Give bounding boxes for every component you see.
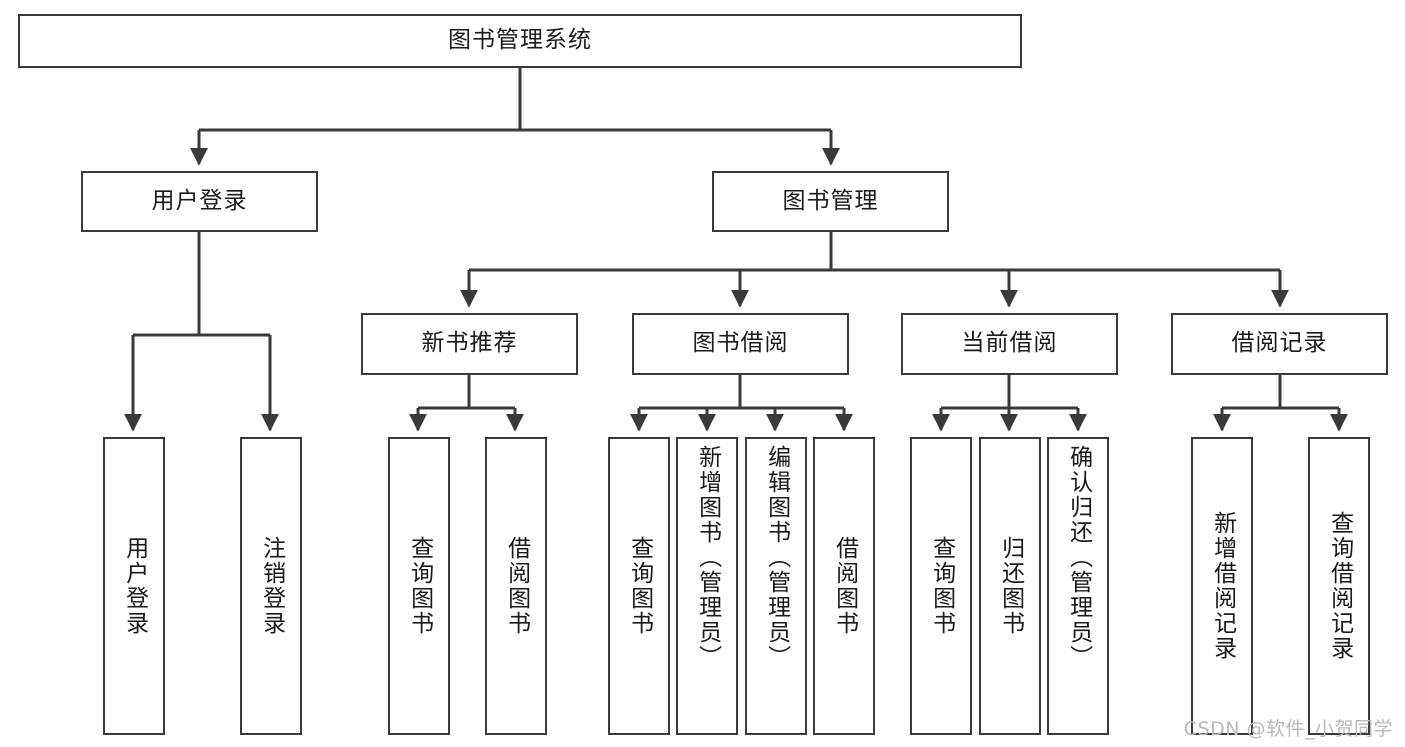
node-leaf-borrow-book-1-label: 借阅图书 [503,536,530,636]
node-leaf-edit-book[interactable]: 编辑图书（管理员） [745,437,807,735]
node-user-login-label: 用户登录 [151,187,248,214]
node-leaf-edit-book-label: 编辑图书（管理员） [763,445,790,670]
node-borrow-record[interactable]: 借阅记录 [1171,313,1388,375]
node-leaf-return-book[interactable]: 归还图书 [979,437,1041,735]
node-leaf-return-book-label: 归还图书 [997,536,1024,636]
node-leaf-borrow-book-2-label: 借阅图书 [831,536,858,636]
node-leaf-query-book-2-label: 查询图书 [626,536,653,636]
node-leaf-add-record[interactable]: 新增借阅记录 [1191,437,1253,735]
node-leaf-confirm-return[interactable]: 确认归还（管理员） [1047,437,1109,735]
node-new-book-recommend[interactable]: 新书推荐 [361,313,578,375]
node-leaf-query-book-1-label: 查询图书 [406,536,433,636]
node-leaf-query-book-1[interactable]: 查询图书 [388,437,450,735]
node-borrow-record-label: 借阅记录 [1231,330,1328,357]
node-leaf-add-book[interactable]: 新增图书（管理员） [676,437,738,735]
node-book-manage[interactable]: 图书管理 [712,171,949,232]
csdn-watermark: CSDN @软件_小贺同学 [1183,718,1393,740]
node-root[interactable]: 图书管理系统 [18,14,1022,68]
node-leaf-user-login-label: 用户登录 [121,536,148,636]
node-leaf-query-book-2[interactable]: 查询图书 [608,437,670,735]
node-root-label: 图书管理系统 [448,27,592,54]
node-leaf-borrow-book-2[interactable]: 借阅图书 [813,437,875,735]
node-leaf-query-record[interactable]: 查询借阅记录 [1308,437,1370,735]
node-book-borrow-label: 图书借阅 [692,330,789,357]
node-new-book-recommend-label: 新书推荐 [421,330,518,357]
node-leaf-borrow-book-1[interactable]: 借阅图书 [485,437,547,735]
node-leaf-query-book-3[interactable]: 查询图书 [910,437,972,735]
node-book-manage-label: 图书管理 [782,187,879,214]
node-leaf-user-logout-label: 注销登录 [258,536,285,636]
node-leaf-add-book-label: 新增图书（管理员） [694,445,721,670]
node-leaf-query-record-label: 查询借阅记录 [1326,511,1353,661]
node-leaf-user-login[interactable]: 用户登录 [103,437,165,735]
node-current-borrow[interactable]: 当前借阅 [901,313,1118,375]
node-user-login[interactable]: 用户登录 [81,171,318,232]
node-book-borrow[interactable]: 图书借阅 [632,313,849,375]
node-leaf-user-logout[interactable]: 注销登录 [240,437,302,735]
node-leaf-confirm-return-label: 确认归还（管理员） [1065,445,1092,670]
node-leaf-add-record-label: 新增借阅记录 [1209,511,1236,661]
node-leaf-query-book-3-label: 查询图书 [928,536,955,636]
node-current-borrow-label: 当前借阅 [961,330,1058,357]
